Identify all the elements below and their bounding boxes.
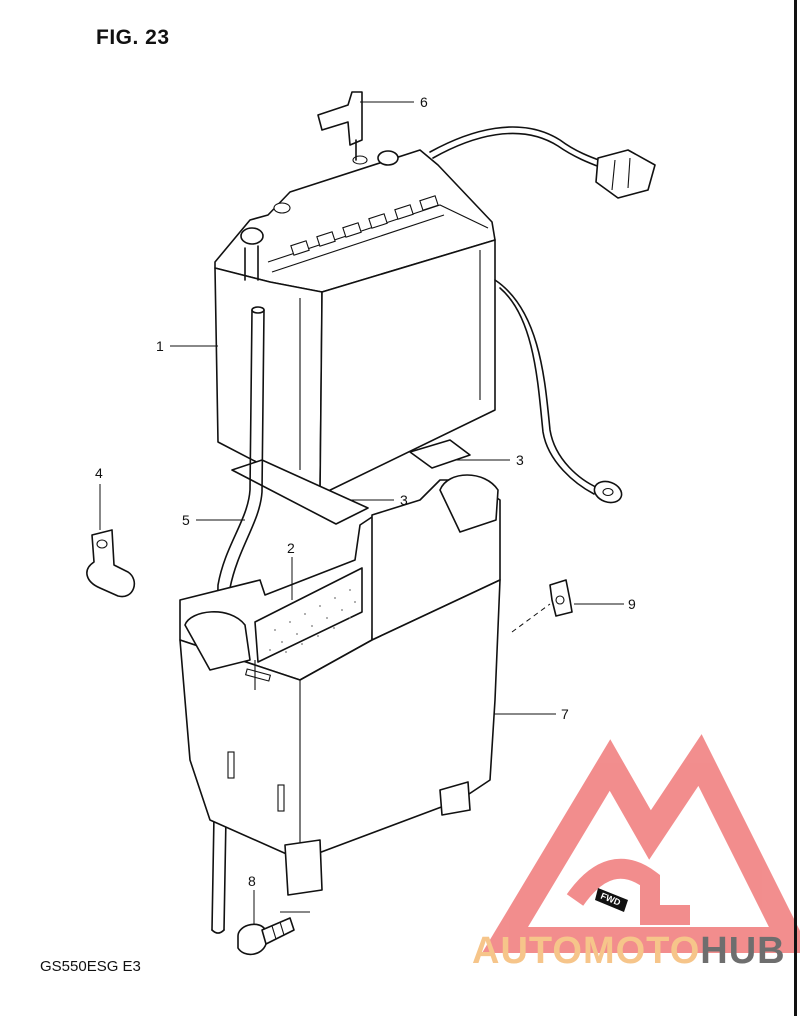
clip-nut xyxy=(549,579,573,617)
callout-6: 6 xyxy=(420,94,428,110)
callout-1: 1 xyxy=(156,338,164,354)
callout-2: 2 xyxy=(287,540,295,556)
figure-title: FIG. 23 xyxy=(96,26,170,49)
inner-pad xyxy=(254,567,363,663)
cushion-pads xyxy=(231,439,471,525)
battery-case xyxy=(179,474,501,896)
callout-4: 4 xyxy=(95,465,103,481)
wire-harness-connector xyxy=(429,126,656,199)
callout-8: 8 xyxy=(248,873,256,889)
watermark-logo xyxy=(482,734,800,953)
page-edge xyxy=(794,0,797,1016)
callout-3-lower: 3 xyxy=(400,492,408,508)
fwd-direction-tag: FWD xyxy=(595,888,628,912)
watermark-text-part-a: AUTOMOTO xyxy=(472,930,701,972)
battery xyxy=(214,149,496,496)
breather-tube xyxy=(211,306,265,934)
ground-cable xyxy=(494,279,623,504)
callout-numbers: 1 2 3 3 4 5 6 7 8 9 xyxy=(95,94,636,889)
callout-5: 5 xyxy=(182,512,190,528)
watermark-text: AUTOMOTOHUB xyxy=(472,930,786,973)
leader-lines xyxy=(99,101,624,925)
hose-clamp xyxy=(86,529,136,598)
mounting-bolt xyxy=(237,917,295,956)
watermark-text-part-b: HUB xyxy=(700,930,786,972)
callout-3-upper: 3 xyxy=(516,452,524,468)
model-code: GS550ESG E3 xyxy=(40,958,141,975)
callout-7: 7 xyxy=(561,706,569,722)
cell-caps xyxy=(290,195,439,256)
callout-9: 9 xyxy=(628,596,636,612)
terminal-bracket xyxy=(317,91,363,161)
